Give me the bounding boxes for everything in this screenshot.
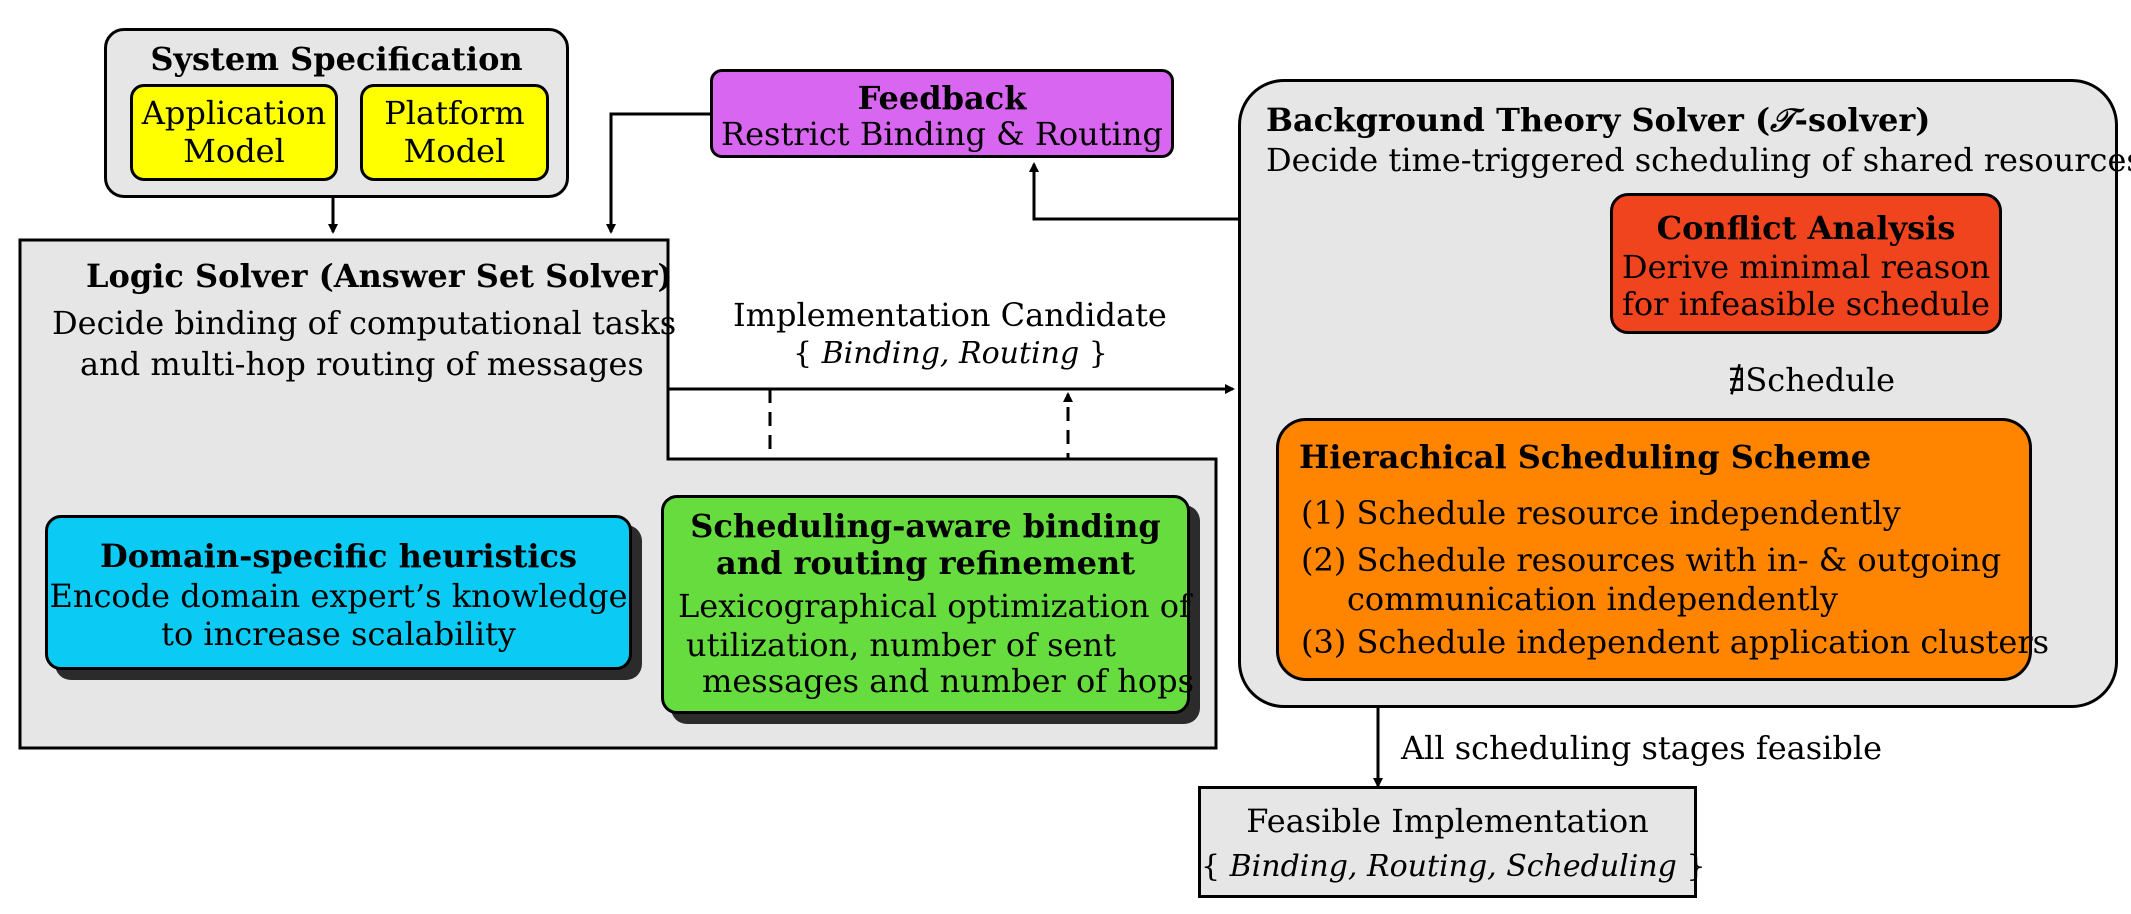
- scheduling-aware-box: Scheduling-aware binding and routing ref…: [661, 495, 1194, 714]
- feedback-title: Feedback: [857, 79, 1027, 117]
- logic-solver-title: Logic Solver (Answer Set Solver): [86, 257, 673, 295]
- scheduling-aware-line-1: Lexicographical optimization of: [678, 587, 1191, 625]
- conflict-analysis-line-1: Derive minimal reason: [1621, 248, 1991, 286]
- theory-solver-title-suffix: -solver): [1794, 101, 1931, 139]
- system-spec-box: System Specification Application Model P…: [104, 28, 569, 198]
- theory-solver-text: Decide time-triggered scheduling of shar…: [1266, 141, 2131, 179]
- hierarchical-step-2a: (2) Schedule resources with in- & outgoi…: [1301, 541, 2002, 579]
- hierarchical-step-2b: communication independently: [1347, 580, 1838, 618]
- impl-candidate-items: Binding, Routing: [821, 336, 1080, 371]
- hierarchical-title: Hierachical Scheduling Scheme: [1299, 438, 1872, 476]
- impl-candidate-close-brace: }: [1088, 336, 1108, 371]
- feasible-implementation-box: Feasible Implementation { Binding, Routi…: [1198, 786, 1706, 898]
- platform-model-label-2: Model: [403, 132, 506, 170]
- theory-solver-title-prefix: Background Theory Solver (: [1266, 101, 1771, 139]
- impl-candidate-set: { Binding, Routing }: [793, 337, 1108, 371]
- hierarchical-scheduling-box: Hierachical Scheduling Scheme (1) Schedu…: [1276, 418, 2049, 681]
- impl-candidate-label: Implementation Candidate: [733, 296, 1167, 334]
- application-model-box: Application Model: [130, 84, 338, 181]
- conflict-analysis-box: Conflict Analysis Derive minimal reason …: [1610, 193, 2002, 334]
- domain-heuristics-line-1: Encode domain expert’s knowledge: [49, 577, 628, 615]
- system-spec-title: System Specification: [150, 40, 523, 78]
- scheduling-aware-line-2: utilization, number of sent: [686, 626, 1116, 664]
- feasible-items: Binding, Routing, Scheduling: [1229, 849, 1677, 884]
- conflict-analysis-line-2: for infeasible schedule: [1622, 285, 1990, 323]
- scheduling-aware-title-1: Scheduling-aware binding: [690, 507, 1161, 545]
- theory-solver-title-symbol: 𝒯: [1770, 101, 1795, 139]
- platform-model-box: Platform Model: [360, 84, 549, 181]
- logic-solver-line-2: and multi-hop routing of messages: [80, 345, 644, 383]
- application-model-label-1: Application: [141, 94, 327, 132]
- theory-solver-title: Background Theory Solver (𝒯-solver): [1266, 102, 1930, 138]
- domain-heuristics-title: Domain-specific heuristics: [99, 537, 578, 575]
- impl-candidate-open-brace: {: [793, 336, 813, 371]
- hierarchical-step-1: (1) Schedule resource independently: [1301, 494, 1901, 532]
- no-schedule-label: ∄Schedule: [1728, 361, 1896, 399]
- feasible-open-brace: {: [1201, 849, 1221, 884]
- feasible-close-brace: }: [1686, 849, 1706, 884]
- conflict-analysis-title: Conflict Analysis: [1656, 209, 1956, 247]
- feasible-implementation-set: { Binding, Routing, Scheduling }: [1201, 849, 1706, 884]
- feedback-box: Feedback Restrict Binding & Routing: [710, 69, 1174, 158]
- feasible-implementation-title: Feasible Implementation: [1246, 802, 1649, 840]
- logic-solver-line-1: Decide binding of computational tasks: [52, 304, 677, 342]
- scheduling-aware-line-3: messages and number of hops: [702, 662, 1195, 700]
- application-model-label-2: Model: [183, 132, 285, 170]
- feedback-text: Restrict Binding & Routing: [721, 115, 1163, 153]
- domain-heuristics-line-2: to increase scalability: [161, 615, 516, 653]
- scheduling-aware-title-2: and routing refinement: [715, 544, 1136, 582]
- feedback-to-logic-arrow: [606, 112, 710, 234]
- domain-heuristics-box: Domain-specific heuristics Encode domain…: [45, 515, 632, 670]
- feasible-label: All scheduling stages feasible: [1401, 729, 1883, 767]
- platform-model-label-1: Platform: [384, 94, 525, 132]
- hierarchical-step-3: (3) Schedule independent application clu…: [1301, 623, 2050, 661]
